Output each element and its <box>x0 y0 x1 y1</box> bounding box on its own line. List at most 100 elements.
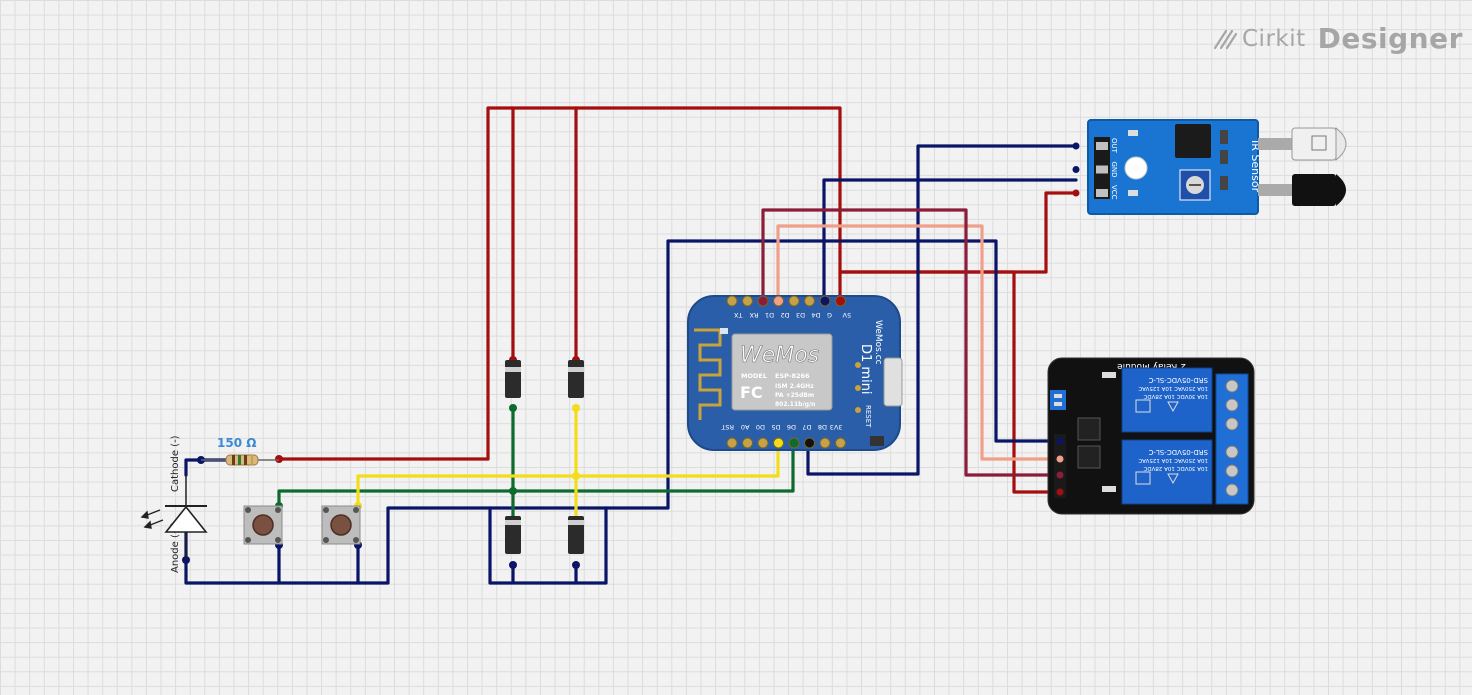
relay2-rating1: 10A 250VAC 10A 125VAC <box>1138 457 1208 463</box>
wemos-pin-d4[interactable] <box>804 295 815 307</box>
ir-pins: OUT GND VCC <box>1072 138 1118 200</box>
screw-heads <box>1225 379 1239 497</box>
brand-name-bold: Designer <box>1317 22 1463 55</box>
push-button-1[interactable] <box>243 505 283 545</box>
ir-ic-chip <box>1175 124 1211 158</box>
ir-pin-label-out: OUT <box>1110 138 1118 154</box>
spec-ism: ISM 2.4GHz <box>775 383 814 390</box>
wemos-pin-label-5v: 5V <box>842 311 851 319</box>
wemos-pin-label-d8: D8 <box>818 423 827 431</box>
diode-3[interactable] <box>505 516 521 554</box>
wemos-pin-d2[interactable] <box>773 295 784 307</box>
relay-input-header <box>1054 434 1066 498</box>
relay-2: SRD-05VDC-SL-C 10A 250VAC 10A 125VAC 10A… <box>1121 439 1213 505</box>
cirkit-logo-icon <box>1213 29 1238 49</box>
wemos-pin-5v[interactable] <box>835 295 846 307</box>
anode-label: Anode (+) <box>170 522 181 573</box>
relay2-rating2: 10A 30VDC 10A 28VDC <box>1143 465 1208 471</box>
cathode-label: Cathode (-) <box>170 435 181 492</box>
ir-sensor-module[interactable]: OUT GND VCC IR Sensor <box>1072 119 1347 215</box>
wemos-pin-label-d7: D7 <box>802 423 811 431</box>
wire-green-d6[interactable] <box>277 441 795 508</box>
wemos-pin-3v3[interactable] <box>835 437 846 449</box>
diode-symbol <box>164 505 208 533</box>
model-label: MODEL <box>741 372 767 380</box>
diode-1[interactable] <box>505 360 521 398</box>
wemos-pin-label-d3: D3 <box>796 311 805 319</box>
relay1-model: SRD-05VDC-SL-C <box>1149 376 1208 384</box>
wemos-pin-d5[interactable] <box>773 437 784 449</box>
diode-2[interactable] <box>568 360 584 398</box>
wire-navy-wemos-g[interactable] <box>822 178 1078 302</box>
wemos-pin-d8[interactable] <box>819 437 831 449</box>
wemos-pin-label-d6: D6 <box>787 423 796 431</box>
wemos-pin-label-tx: TX <box>733 311 743 319</box>
wemos-d1-mini[interactable]: WeMos MODEL ESP-8266 FC ISM 2.4GHz PA +2… <box>687 295 903 451</box>
reset-button[interactable] <box>870 436 884 446</box>
wemos-pin-a0[interactable] <box>742 437 753 449</box>
relay1-rating2: 10A 30VDC 10A 28VDC <box>1143 393 1208 399</box>
wemos-pin-label-g: G <box>827 311 832 319</box>
esp-shield <box>731 333 833 411</box>
relay1-rating1: 10A 250VAC 10A 125VAC <box>1138 385 1208 391</box>
reset-label: RESET <box>864 405 872 428</box>
ir-sensor-title: IR Sensor <box>1249 140 1262 193</box>
wire-maroon-d1[interactable] <box>761 208 1062 477</box>
wire-navy-ir-out[interactable] <box>806 144 1078 476</box>
wemos-top-header: TX RX D1 D2 D3 D4 G 5V <box>726 295 851 319</box>
ir-pin-label-vcc: VCC <box>1110 185 1118 200</box>
diode-4[interactable] <box>568 516 584 554</box>
ir-emitter-led <box>1291 127 1337 161</box>
usb-port[interactable] <box>883 357 903 407</box>
cirkit-designer-logo: Cirkit Designer <box>1212 22 1463 55</box>
wire-salmon-d2[interactable] <box>776 224 1062 461</box>
wire-cathode[interactable] <box>184 458 230 477</box>
wemos-pin-rst[interactable] <box>726 437 738 449</box>
relay-title: 2 Relay Module <box>1117 361 1186 371</box>
ir-pin-gnd[interactable] <box>1096 165 1108 174</box>
ir-pin-label-gnd: GND <box>1110 162 1118 178</box>
wemos-pin-label-rst: RST <box>721 423 734 431</box>
wemos-pin-label-d1: D1 <box>765 311 774 319</box>
wemos-pin-rx[interactable] <box>742 295 753 307</box>
wemos-pin-label-d2: D2 <box>781 311 790 319</box>
wemos-pin-g[interactable] <box>819 295 831 307</box>
wemos-pin-d0[interactable] <box>757 437 769 449</box>
wemos-pin-label-a0: A0 <box>741 423 750 431</box>
wire-red-power[interactable] <box>277 106 842 461</box>
ir-pin-connector-vcc[interactable] <box>1072 189 1080 197</box>
relay2-model: SRD-05VDC-SL-C <box>1149 448 1208 456</box>
relay-module[interactable]: 2 Relay Module SRD-05VDC-SL-C 10A 250VAC… <box>1047 357 1255 515</box>
spec-pa: PA +25dBm <box>775 392 814 399</box>
board-site: WeMos.cc <box>873 320 883 365</box>
wemos-pin-tx[interactable] <box>726 295 738 307</box>
brand-name-light: Cirkit <box>1242 25 1306 52</box>
wire-red-relay-vcc[interactable] <box>838 270 1062 494</box>
wemos-pin-d3[interactable] <box>788 295 800 307</box>
wemos-pin-d1[interactable] <box>757 295 769 307</box>
ir-pin-connector-out[interactable] <box>1072 142 1080 150</box>
wemos-pin-d6[interactable] <box>788 437 800 449</box>
ir-pin-out[interactable] <box>1096 142 1108 150</box>
wemos-pin-label-d5: D5 <box>771 423 780 431</box>
wemos-pin-label-d0: D0 <box>756 423 765 431</box>
ir-pin-vcc[interactable] <box>1096 189 1108 197</box>
wire-yellow-d5[interactable] <box>356 441 780 508</box>
wires <box>184 106 1078 585</box>
ir-pin-connector-gnd[interactable] <box>1072 166 1080 173</box>
wire-navy-bottom-gnd[interactable] <box>184 239 1062 585</box>
wemos-pin-label-rx: RX <box>749 311 759 319</box>
resistor[interactable]: 150 Ω <box>201 436 279 466</box>
wemos-pin-d7[interactable] <box>804 437 815 449</box>
board-name: D1 mini <box>858 344 873 395</box>
resistor-value: 150 Ω <box>217 436 256 450</box>
wire-red-ir-vcc[interactable] <box>838 191 1078 274</box>
antenna-trace <box>694 328 722 420</box>
relay-1: SRD-05VDC-SL-C 10A 250VAC 10A 125VAC 10A… <box>1121 367 1213 433</box>
wemos-pin-label-3v3: 3V3 <box>830 423 843 431</box>
push-button-2[interactable] <box>321 505 361 545</box>
photodiode[interactable]: Cathode (-) Anode (+) <box>140 435 208 573</box>
wemos-pin-label-d4: D4 <box>812 311 821 319</box>
